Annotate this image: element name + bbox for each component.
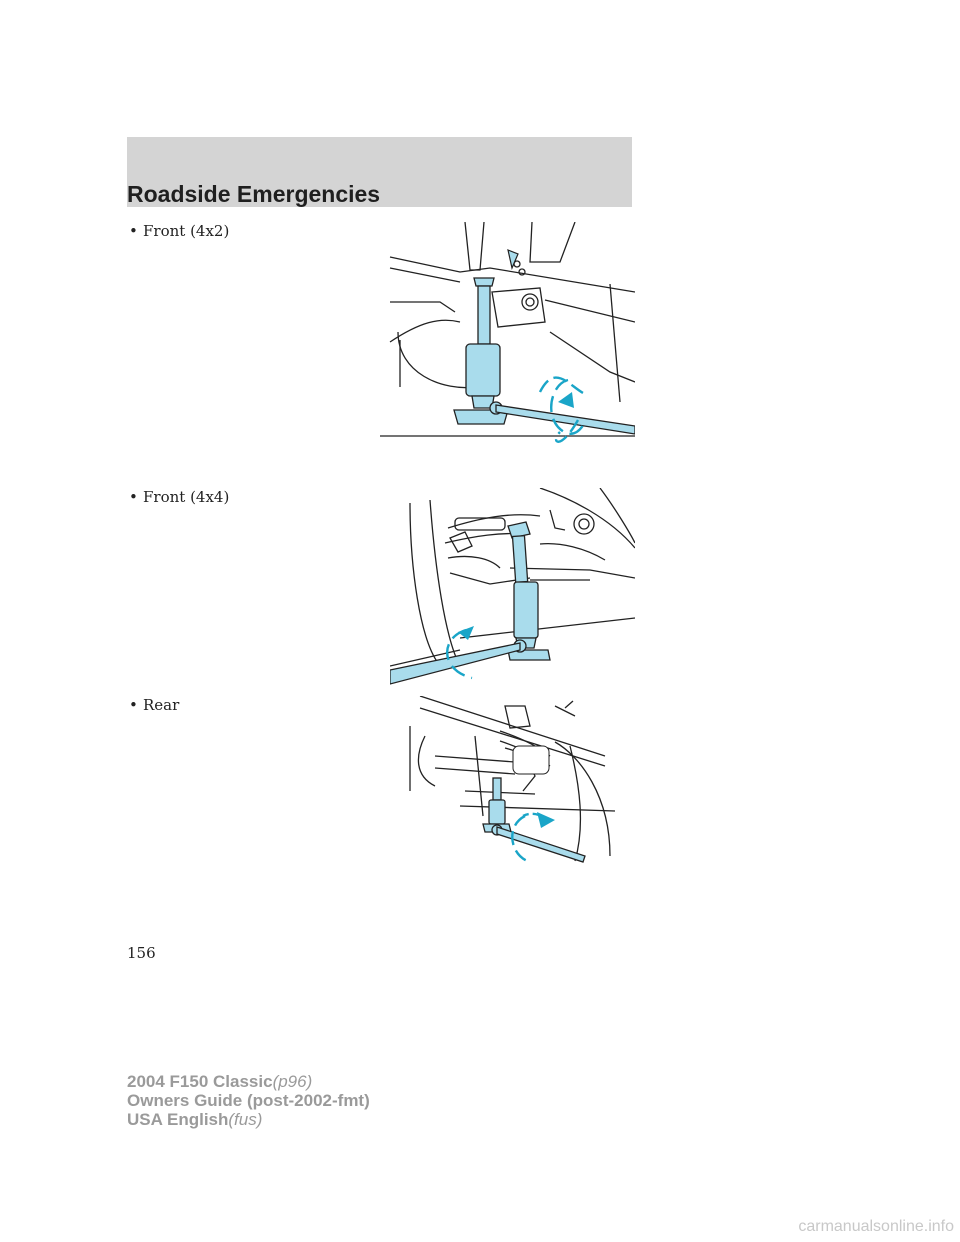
section-title: Roadside Emergencies [127, 181, 381, 207]
footer-model: 2004 F150 Classic [127, 1072, 273, 1091]
footer-model-code: (p96) [272, 1072, 313, 1091]
jack-front-4x4-illustration [390, 488, 635, 685]
watermark: carmanualsonline.info [798, 1218, 954, 1235]
bullet-dot: • [129, 222, 138, 240]
footer-line-2: Owners Guide (post-2002-fmt) [127, 1091, 370, 1110]
document-footer: 2004 F150 Classic(p96) Owners Guide (pos… [127, 1072, 370, 1129]
footer-line-3: USA English(fus) [127, 1110, 370, 1129]
bullet-label: Front (4x2) [143, 222, 230, 240]
bullet-front-4x2: • Front (4x2) [129, 222, 229, 240]
bullet-dot: • [129, 488, 138, 506]
bullet-rear: • Rear [129, 696, 179, 714]
bullet-label: Front (4x4) [143, 488, 230, 506]
jack-front-4x2-illustration [380, 222, 635, 443]
footer-language-code: (fus) [228, 1110, 263, 1129]
jack-rear-illustration [409, 696, 616, 864]
bullet-dot: • [129, 696, 138, 714]
section-header-band [127, 137, 632, 207]
page-number: 156 [127, 944, 156, 962]
footer-language: USA English [127, 1110, 229, 1129]
bullet-label: Rear [143, 696, 180, 714]
footer-line-1: 2004 F150 Classic(p96) [127, 1072, 370, 1091]
bullet-front-4x4: • Front (4x4) [129, 488, 229, 506]
